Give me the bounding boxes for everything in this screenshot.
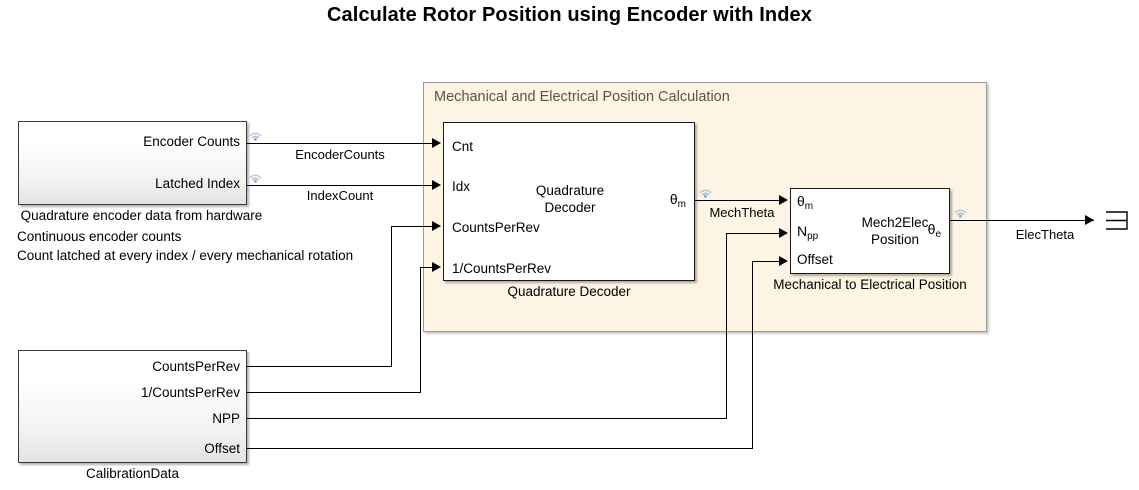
arrowhead-npp xyxy=(779,227,788,238)
arrowhead-counts-per-rev xyxy=(432,220,441,231)
calibration-data-caption: CalibrationData xyxy=(85,466,180,481)
qd-output-theta-subscript: m xyxy=(677,199,686,210)
wire-npp-h1 xyxy=(247,418,727,419)
annotation-line-1: Continuous encoder counts xyxy=(17,229,182,244)
m2e-output-theta-subscript: e xyxy=(935,229,941,240)
encoder-source-block[interactable] xyxy=(18,121,247,205)
qd-name-line-2: Decoder xyxy=(544,200,596,215)
wire-inv-counts-per-rev-h2 xyxy=(420,267,433,268)
arrowhead-idx xyxy=(432,179,441,190)
arrowhead-cnt xyxy=(432,137,441,148)
wire-elec-theta xyxy=(950,220,1094,221)
wire-counts-per-rev-v xyxy=(391,226,392,366)
qd-output-theta-symbol: θ xyxy=(669,191,678,207)
qd-output-theta-m: θm xyxy=(669,191,686,210)
wire-counts-per-rev-h2 xyxy=(391,226,433,227)
wire-npp-h2 xyxy=(726,233,780,234)
signal-label-elec-theta: ElecTheta xyxy=(1015,227,1075,242)
signal-logging-badge-mech-theta[interactable] xyxy=(698,184,714,198)
encoder-source-caption: Quadrature encoder data from hardware xyxy=(20,208,263,223)
wire-inv-counts-per-rev-v xyxy=(420,267,421,392)
calibration-output-npp: NPP xyxy=(212,411,240,426)
signal-label-index-count: IndexCount xyxy=(306,188,374,203)
signal-logging-badge-index-count[interactable] xyxy=(248,169,264,183)
quadrature-decoder-block[interactable]: Cnt Idx CountsPerRev 1/CountsPerRev Quad… xyxy=(443,122,695,281)
encoder-source-output-latched-index: Latched Index xyxy=(155,176,240,191)
m2e-output-theta-e: θe xyxy=(927,221,941,240)
m2e-input-theta-m: θm xyxy=(797,193,814,212)
signal-radiate-icon xyxy=(249,132,262,141)
annotation-line-2: Count latched at every index / every mec… xyxy=(17,248,354,263)
signal-radiate-icon xyxy=(249,174,262,183)
signal-label-mech-theta: MechTheta xyxy=(709,205,775,220)
wire-npp-v xyxy=(726,233,727,418)
m2e-input-npp: Npp xyxy=(797,223,819,242)
wire-counts-per-rev-h1 xyxy=(247,366,392,367)
wire-offset-v xyxy=(752,261,753,448)
m2e-input-npp-subscript: pp xyxy=(807,231,819,242)
m2e-input-offset: Offset xyxy=(797,252,833,267)
m2e-input-theta-subscript: m xyxy=(804,201,814,212)
wire-mech-theta xyxy=(695,200,780,201)
quadrature-decoder-caption: Quadrature Decoder xyxy=(507,284,631,299)
terminator-block[interactable] xyxy=(1105,209,1133,238)
arrowhead-offset xyxy=(779,255,788,266)
signal-label-encoder-counts: EncoderCounts xyxy=(295,147,385,162)
calibration-data-block[interactable] xyxy=(18,350,247,463)
calibration-output-offset: Offset xyxy=(204,441,240,456)
qd-input-idx: Idx xyxy=(452,179,471,194)
mech2elec-caption: Mechanical to Electrical Position xyxy=(773,277,967,292)
wire-encoder-counts xyxy=(247,143,433,144)
wire-index-count xyxy=(247,185,433,186)
encoder-source-output-encoder-counts: Encoder Counts xyxy=(143,134,240,149)
wire-offset-h1 xyxy=(247,448,753,449)
m2e-output-theta-symbol: θ xyxy=(927,221,936,237)
calibration-output-inv-counts-per-rev: 1/CountsPerRev xyxy=(140,385,240,400)
m2e-input-npp-symbol: N xyxy=(797,223,808,239)
m2e-name-line-2: Position xyxy=(870,232,920,247)
terminator-icon xyxy=(1106,211,1128,230)
wire-inv-counts-per-rev-h1 xyxy=(247,392,421,393)
wire-offset-h2 xyxy=(752,261,780,262)
qd-input-inv-counts-per-rev: 1/CountsPerRev xyxy=(452,261,552,276)
qd-name-line-1: Quadrature xyxy=(535,183,605,198)
arrowhead-elec-theta xyxy=(1085,214,1094,225)
signal-logging-badge-encoder-counts[interactable] xyxy=(248,127,264,141)
calibration-output-counts-per-rev: CountsPerRev xyxy=(152,359,240,374)
arrowhead-inv-counts-per-rev xyxy=(432,261,441,272)
m2e-input-theta-symbol: θ xyxy=(797,193,805,209)
qd-input-cnt: Cnt xyxy=(452,139,474,154)
page-title: Calculate Rotor Position using Encoder w… xyxy=(327,4,812,26)
signal-radiate-icon xyxy=(699,189,712,198)
signal-logging-badge-elec-theta[interactable] xyxy=(953,204,969,218)
arrowhead-theta-m xyxy=(779,194,788,205)
signal-radiate-icon xyxy=(954,209,967,218)
qd-input-counts-per-rev: CountsPerRev xyxy=(452,220,540,235)
mech2elec-position-block[interactable]: θm Npp Offset Mech2Elec Position θe xyxy=(790,188,950,274)
subsystem-title: Mechanical and Electrical Position Calcu… xyxy=(434,89,730,105)
m2e-name-line-1: Mech2Elec xyxy=(861,215,929,230)
